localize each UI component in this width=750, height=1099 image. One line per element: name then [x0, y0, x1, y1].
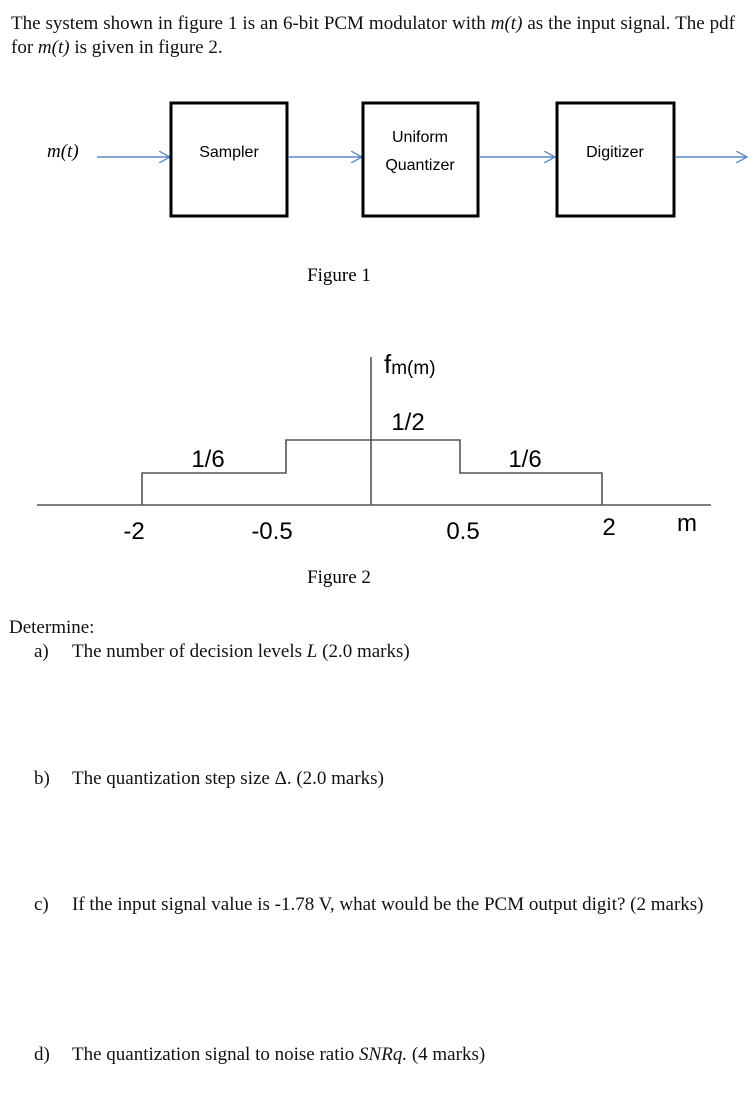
question-text: If the input signal value is -1.78 V, wh…: [72, 894, 704, 915]
question-variable: L: [306, 641, 318, 662]
question-a: a) The number of decision levels L (2.0 …: [34, 640, 744, 666]
question-variable: SNRq.: [359, 1044, 408, 1065]
pdf-axis-label: fm(m): [384, 349, 436, 379]
level-label-center: 1/2: [391, 409, 424, 436]
block-diagram: m(t) Sampler Uniform Quantizer Digitizer…: [47, 101, 747, 286]
tick-label: 2: [602, 514, 615, 541]
pdf-curve: [141, 439, 603, 505]
digitizer-block: [555, 101, 676, 218]
tick-label: -0.5: [251, 518, 292, 545]
level-label-left: 1/6: [191, 446, 224, 473]
input-signal-label: m(t): [47, 141, 79, 162]
figure2-caption: Figure 2: [307, 567, 371, 588]
level-label-right: 1/6: [508, 446, 541, 473]
question-c: c) If the input signal value is -1.78 V,…: [34, 893, 744, 945]
question-label: c): [34, 894, 49, 915]
intro-signal-1: m(t): [490, 13, 523, 34]
question-text: The number of decision levels: [72, 641, 307, 662]
question-marks: (4 marks): [407, 1044, 486, 1065]
question-d: d) The quantization signal to noise rati…: [34, 1043, 744, 1069]
intro-text-3: is given in figure 2.: [69, 37, 223, 58]
tick-label: -2: [123, 518, 144, 545]
tick-label: 0.5: [446, 518, 479, 545]
quantizer-block: [361, 101, 480, 218]
m-axis-label: m: [677, 510, 697, 537]
question-label: d): [34, 1044, 50, 1065]
question-text: The quantization signal to noise ratio: [72, 1044, 360, 1065]
question-text: The quantization step size Δ. (2.0 marks…: [72, 768, 384, 789]
question-label: b): [34, 768, 50, 789]
question-b: b) The quantization step size Δ. (2.0 ma…: [34, 767, 744, 793]
digitizer-label: Digitizer: [586, 144, 644, 161]
intro-signal-2: m(t): [37, 37, 70, 58]
problem-statement: The system shown in figure 1 is an 6-bit…: [11, 12, 735, 60]
question-label: a): [34, 641, 49, 662]
intro-text-2: as the input signal. The pdf for: [11, 13, 735, 58]
sampler-block: [169, 101, 289, 218]
quantizer-label-line1: Uniform: [392, 129, 448, 146]
question-marks: (2.0 marks): [317, 641, 410, 662]
figure1-caption: Figure 1: [307, 265, 371, 286]
pdf-plot: fm(m) 1/2 1/6 1/6 -2 -0.5 0.5 2 m Figure…: [37, 349, 711, 588]
quantizer-label-line2: Quantizer: [385, 157, 455, 174]
intro-text-1: The system shown in figure 1 is an 6-bit…: [11, 13, 491, 34]
sampler-label: Sampler: [199, 144, 259, 161]
determine-heading: Determine:: [9, 617, 95, 638]
